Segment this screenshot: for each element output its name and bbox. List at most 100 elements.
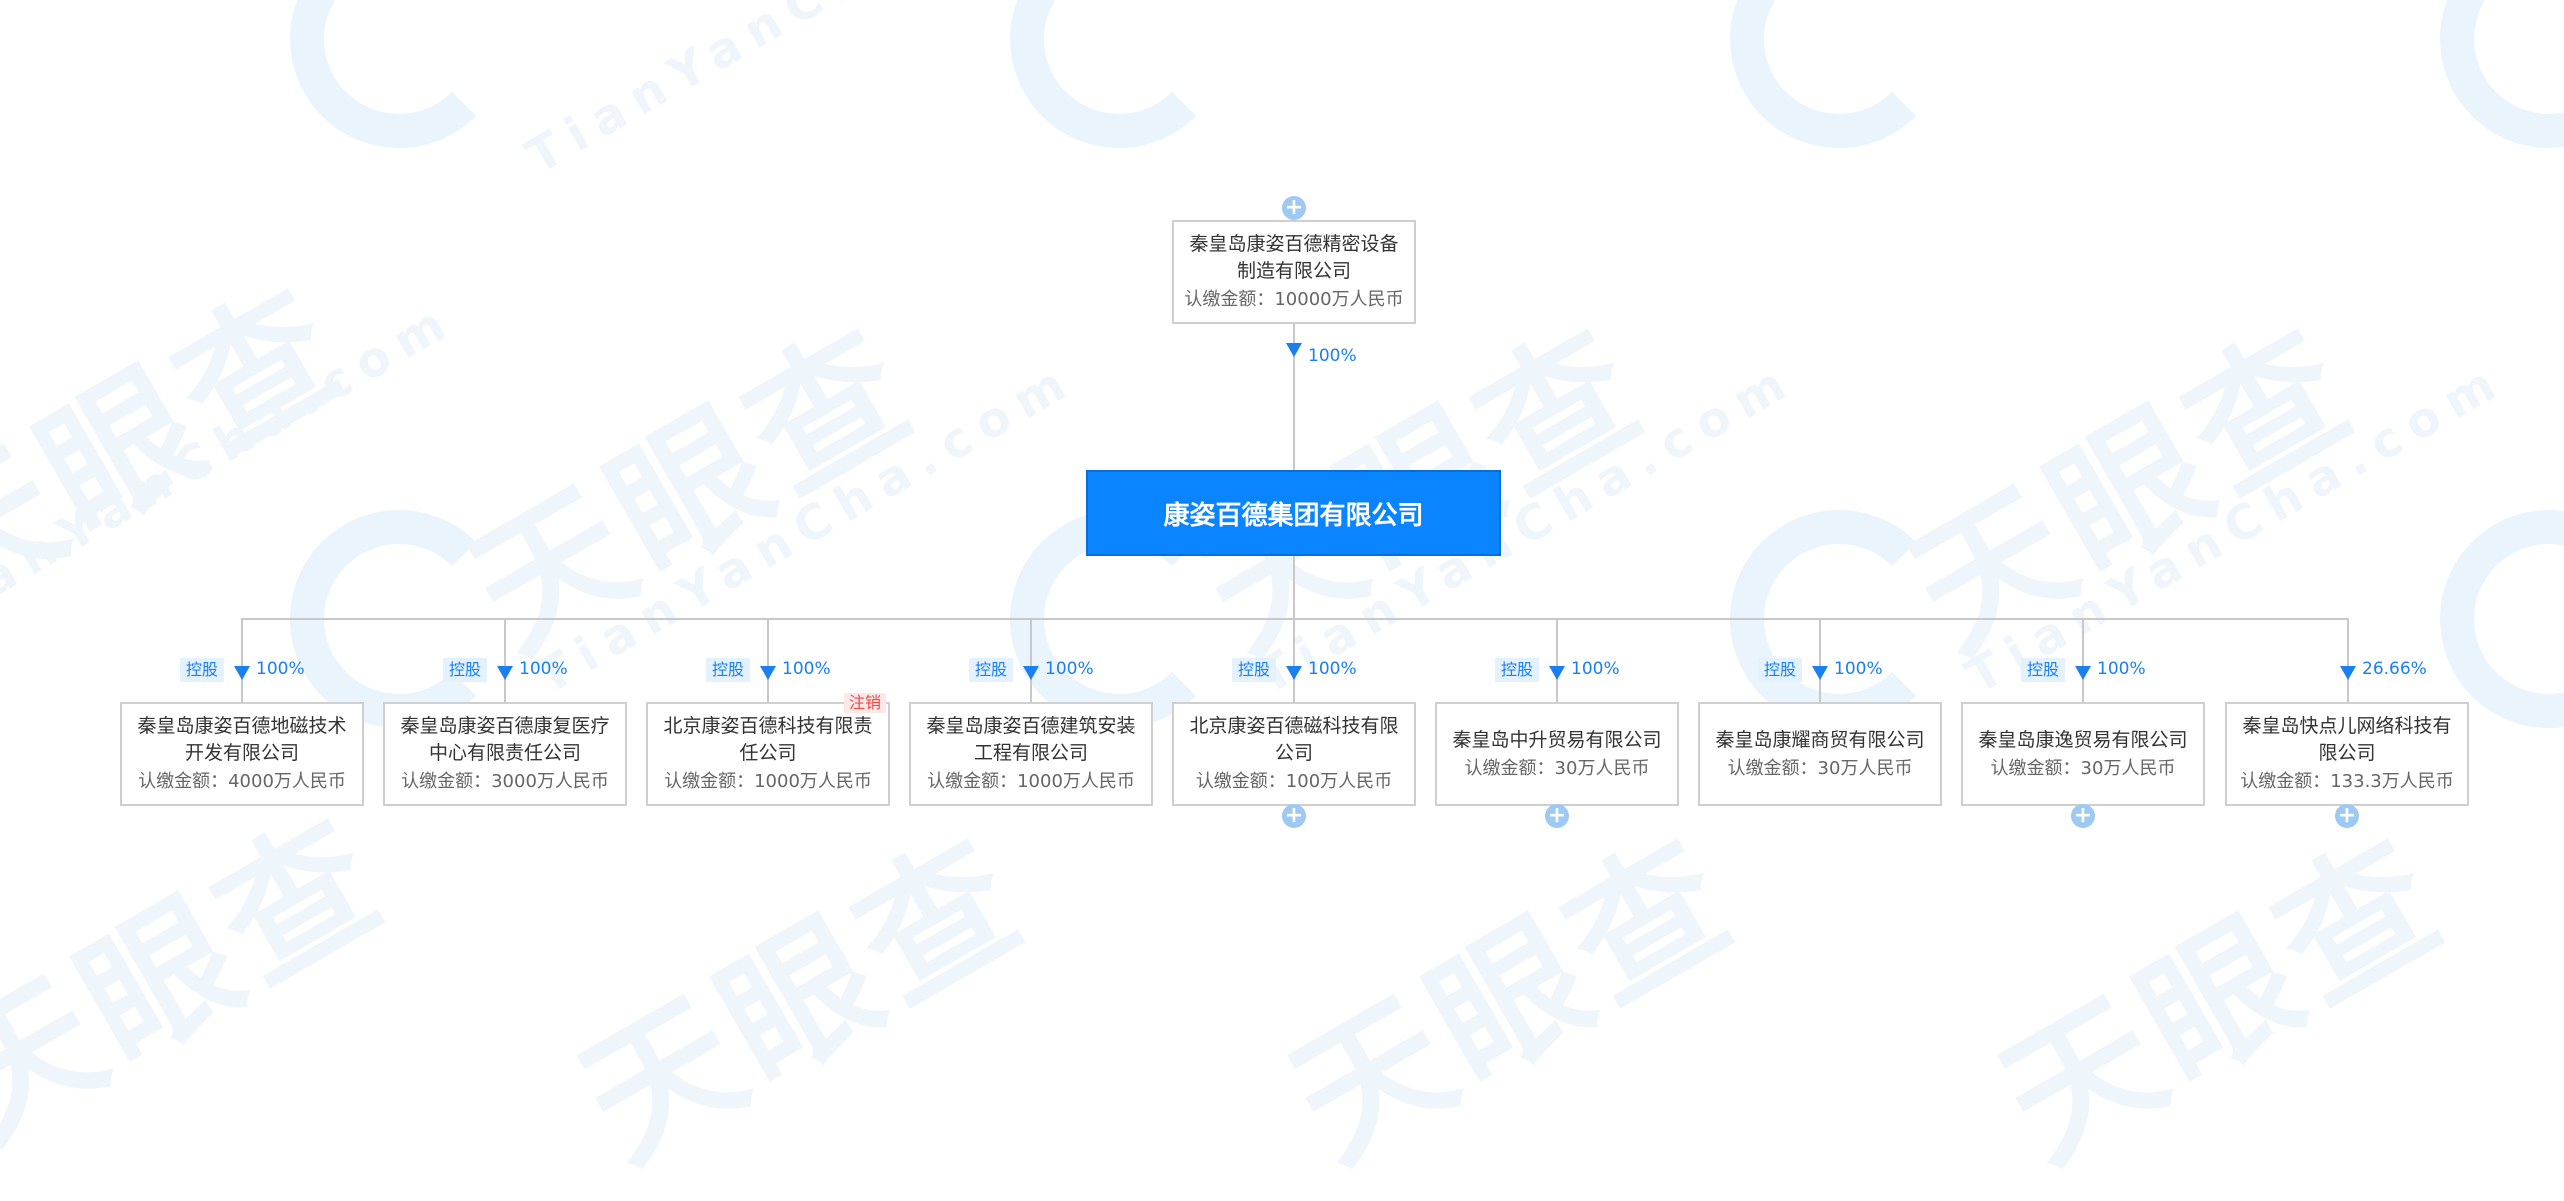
holding-tag: 控股 [1758, 658, 1803, 682]
arrow-down-icon [1286, 343, 1302, 357]
expand-child-plus-icon[interactable]: + [2335, 804, 2359, 828]
child-percent: 100% [519, 659, 568, 679]
child-company-card[interactable]: 秦皇岛康姿百德康复医疗 中心有限责任公司 认缴金额：3000万人民币 [383, 702, 627, 806]
connector-line [2347, 618, 2349, 704]
child-name-line1: 北京康姿百德磁科技有限 [1189, 715, 1399, 737]
connector-line [767, 618, 769, 704]
child-name-line1: 北京康姿百德科技有限责 [663, 715, 873, 737]
expand-parent-plus-icon[interactable]: + [1282, 196, 1306, 220]
child-company-card[interactable]: 北京康姿百德科技有限责 任公司 认缴金额：1000万人民币 [646, 702, 890, 806]
child-amount: 认缴金额：133.3万人民币 [2240, 771, 2454, 792]
child-percent: 26.66% [2362, 659, 2427, 679]
arrow-down-icon [1023, 666, 1039, 680]
watermark-subtext: TianYanCha.com [1957, 350, 2516, 706]
arrow-down-icon [1812, 666, 1828, 680]
root-company-card[interactable]: 康姿百德集团有限公司 [1086, 470, 1501, 556]
watermark-text: 天眼查 [1885, 296, 2383, 685]
connector-line [1819, 618, 1821, 704]
parent-amount: 认缴金额：10000万人民币 [1184, 289, 1404, 310]
watermark-logo-icon [1730, 0, 1948, 148]
connector-line [1293, 555, 1295, 619]
holding-tag: 控股 [1232, 658, 1277, 682]
child-amount: 认缴金额：100万人民币 [1195, 771, 1393, 792]
child-name-line1: 秦皇岛康耀商贸有限公司 [1715, 728, 1925, 751]
child-company-card[interactable]: 秦皇岛康姿百德建筑安装 工程有限公司 认缴金额：1000万人民币 [909, 702, 1153, 806]
watermark-subtext: TianYanCha.com [527, 350, 1086, 706]
child-name-line1: 秦皇岛康姿百德建筑安装 [926, 715, 1136, 737]
child-amount: 认缴金额：30万人民币 [1727, 757, 1913, 779]
holding-tag: 控股 [706, 658, 751, 682]
child-name-line1: 秦皇岛中升贸易有限公司 [1452, 728, 1662, 751]
watermark-text: 天眼查 [1975, 806, 2473, 1195]
child-company-card[interactable]: 秦皇岛康逸贸易有限公司 认缴金额：30万人民币 [1961, 702, 2205, 806]
watermark-logo-icon [1010, 0, 1228, 148]
child-percent: 100% [256, 659, 305, 679]
child-percent: 100% [1834, 659, 1883, 679]
connector-line [2082, 618, 2084, 704]
expand-child-plus-icon[interactable]: + [1282, 804, 1306, 828]
root-company-name: 康姿百德集团有限公司 [1163, 500, 1424, 531]
child-company-card[interactable]: 秦皇岛康姿百德地磁技术 开发有限公司 认缴金额：4000万人民币 [120, 702, 364, 806]
child-percent: 100% [1571, 659, 1620, 679]
connector-line [1293, 323, 1295, 471]
arrow-down-icon [2340, 666, 2356, 680]
parent-percent: 100% [1308, 346, 1357, 366]
watermark-subtext: TianYanCha.com [0, 290, 466, 646]
child-amount: 认缴金额：1000万人民币 [664, 771, 872, 792]
arrow-down-icon [1286, 666, 1302, 680]
watermark-logo-icon [2440, 0, 2564, 148]
connector-line [1293, 618, 1295, 704]
expand-child-plus-icon[interactable]: + [2071, 804, 2095, 828]
child-amount: 认缴金额：3000万人民币 [401, 771, 609, 792]
child-name-line1: 秦皇岛快点儿网络科技有 [2242, 715, 2452, 737]
child-name-line2: 工程有限公司 [973, 742, 1088, 764]
child-company-card[interactable]: 北京康姿百德磁科技有限 公司 认缴金额：100万人民币 [1172, 702, 1416, 806]
connector-line [1556, 618, 1558, 704]
child-company-card[interactable]: 秦皇岛快点儿网络科技有 限公司 认缴金额：133.3万人民币 [2225, 702, 2469, 806]
connector-line [1030, 618, 1032, 704]
watermark-text: 天眼查 [0, 786, 413, 1175]
child-amount: 认缴金额：4000万人民币 [138, 771, 346, 792]
child-amount: 认缴金额：30万人民币 [1464, 757, 1650, 779]
holding-tag: 控股 [443, 658, 488, 682]
arrow-down-icon [2075, 666, 2091, 680]
child-name-line1: 秦皇岛康逸贸易有限公司 [1978, 728, 2188, 751]
child-company-card[interactable]: 秦皇岛中升贸易有限公司 认缴金额：30万人民币 [1435, 702, 1679, 806]
expand-child-plus-icon[interactable]: + [1545, 804, 1569, 828]
child-amount: 认缴金额：1000万人民币 [927, 771, 1135, 792]
child-percent: 100% [1045, 659, 1094, 679]
watermark-text: 天眼查 [0, 256, 373, 645]
arrow-down-icon [1549, 666, 1565, 680]
child-percent: 100% [1308, 659, 1357, 679]
child-name-line2: 中心有限责任公司 [428, 742, 581, 764]
arrow-down-icon [760, 666, 776, 680]
deregistered-badge: 注销 [844, 693, 887, 713]
child-percent: 100% [2097, 659, 2146, 679]
holding-tag: 控股 [2021, 658, 2066, 682]
parent-name-line2: 制造有限公司 [1236, 260, 1351, 282]
connector-line [241, 618, 243, 704]
holding-tag: 控股 [969, 658, 1014, 682]
child-amount: 认缴金额：30万人民币 [1990, 757, 2176, 779]
watermark-logo-icon [290, 0, 508, 148]
child-name-line2: 公司 [1274, 742, 1313, 764]
watermark-text: 天眼查 [555, 806, 1053, 1195]
arrow-down-icon [234, 666, 250, 680]
child-name-line2: 任公司 [739, 742, 797, 764]
connector-line [504, 618, 506, 704]
parent-name-line1: 秦皇岛康姿百德精密设备 [1189, 233, 1399, 255]
child-name-line2: 开发有限公司 [184, 742, 299, 764]
holding-tag: 控股 [180, 658, 225, 682]
watermark-subtext: TianYanCha.com [517, 0, 1076, 186]
child-company-card[interactable]: 秦皇岛康耀商贸有限公司 认缴金额：30万人民币 [1698, 702, 1942, 806]
child-percent: 100% [782, 659, 831, 679]
watermark-logo-icon [2440, 510, 2564, 728]
parent-company-card[interactable]: 秦皇岛康姿百德精密设备 制造有限公司 认缴金额：10000万人民币 [1172, 220, 1416, 324]
child-name-line1: 秦皇岛康姿百德康复医疗 [400, 715, 610, 737]
connector-line [241, 618, 2349, 620]
watermark-text: 天眼查 [1265, 806, 1763, 1195]
arrow-down-icon [497, 666, 513, 680]
holding-tag: 控股 [1495, 658, 1540, 682]
child-name-line2: 限公司 [2318, 742, 2376, 764]
child-name-line1: 秦皇岛康姿百德地磁技术 [137, 715, 347, 737]
